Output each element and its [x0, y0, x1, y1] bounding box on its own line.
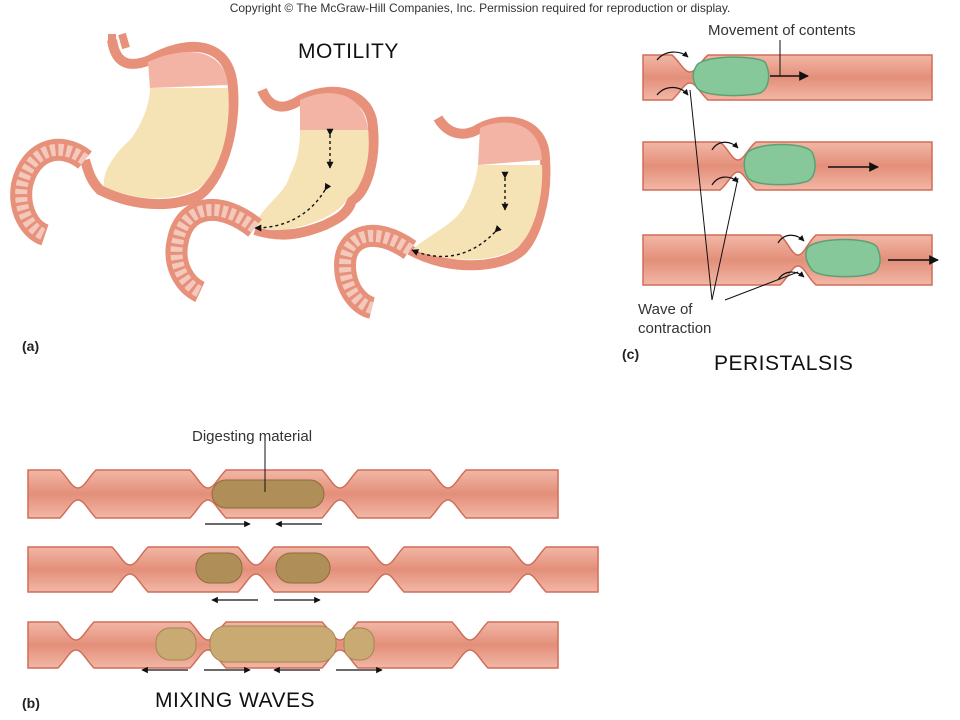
movement-of-contents-label: Movement of contents: [708, 22, 856, 39]
peristalsis-tube-1: [642, 51, 933, 101]
mixing-tube-2: [27, 546, 599, 604]
stomach-1: [10, 32, 239, 246]
wave-of-contraction-label-line1: Wave of: [638, 301, 693, 318]
wave-of-contraction-label-line2: contraction: [638, 320, 712, 337]
mixing-waves-title: MIXING WAVES: [155, 689, 316, 712]
mixing-tube-1: [27, 440, 559, 528]
motility-title: MOTILITY: [298, 40, 399, 63]
panel-label-c: (c): [622, 346, 640, 362]
peristalsis-tube-3: [642, 234, 939, 286]
stomach-2: [165, 86, 379, 302]
stomach-3: [333, 115, 551, 319]
digesting-material-label: Digesting material: [192, 428, 313, 445]
panel-label-b: (b): [22, 695, 40, 711]
wave-of-contraction-leaders: [689, 40, 799, 301]
peristalsis-tube-2: [642, 141, 933, 191]
peristalsis-title: PERISTALSIS: [714, 352, 854, 375]
mixing-tube-3: [27, 621, 559, 674]
panel-label-a: (a): [22, 338, 40, 354]
copyright-notice: Copyright © The McGraw-Hill Companies, I…: [229, 1, 731, 15]
